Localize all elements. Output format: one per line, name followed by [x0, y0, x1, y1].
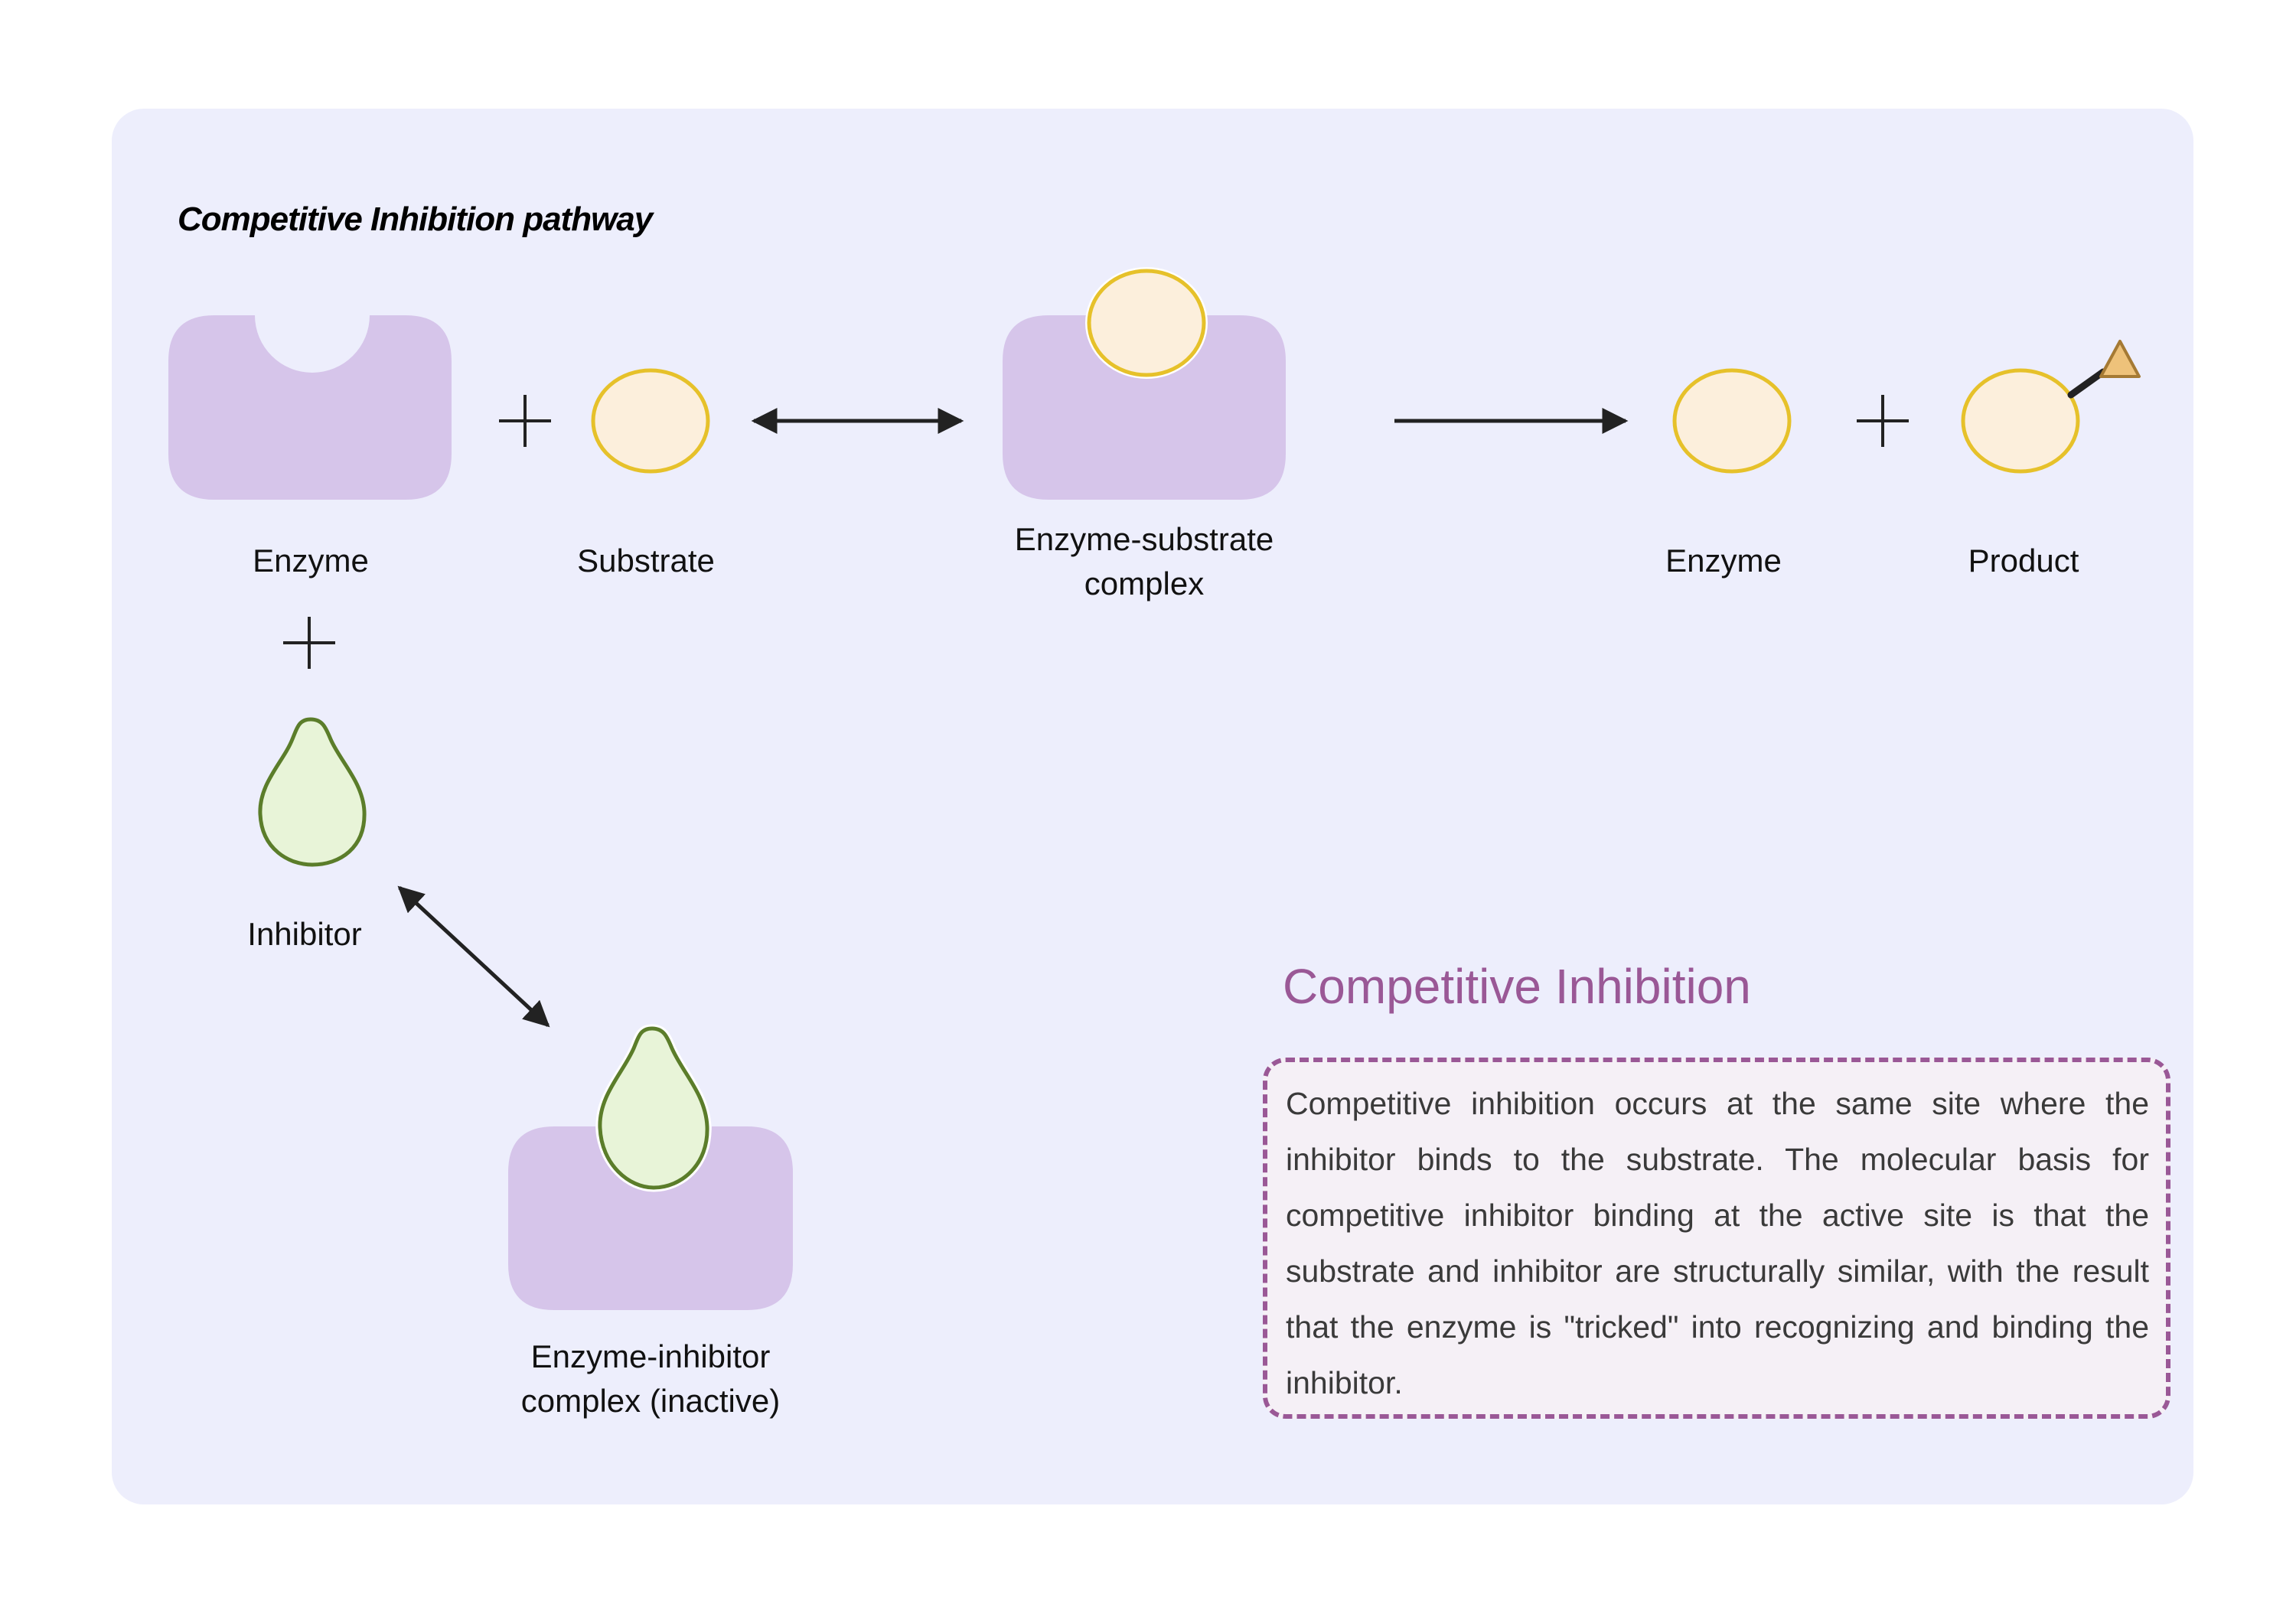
diagram-title: Competitive Inhibition pathway	[178, 200, 653, 238]
product-bond-icon	[2067, 368, 2107, 399]
ei-complex-label-line2: complex (inactive)	[520, 1383, 781, 1419]
triangle-icon	[2099, 340, 2141, 378]
es-complex-enzyme-icon	[1003, 315, 1286, 500]
ei-complex-label-line1: Enzyme-inhibitor	[530, 1338, 771, 1374]
ei-complex-inhibitor-outline	[598, 1026, 709, 1190]
released-enzyme-label: Enzyme	[1665, 543, 1782, 579]
substrate-icon	[591, 368, 710, 474]
info-body-text: Competitive inhibition occurs at the sam…	[1286, 1086, 2149, 1400]
product-label: Product	[1968, 543, 2079, 579]
info-box: Competitive inhibition occurs at the sam…	[1263, 1058, 2170, 1419]
enzyme-label: Enzyme	[253, 543, 369, 579]
info-heading: Competitive Inhibition	[1283, 959, 1751, 1014]
es-complex-label-line2: complex	[1084, 566, 1205, 601]
es-complex-label-line1: Enzyme-substrate	[1014, 521, 1274, 557]
plus-icon	[499, 395, 551, 447]
released-enzyme-icon	[1672, 368, 1792, 474]
ei-complex-enzyme-icon	[508, 1126, 793, 1310]
plus-icon	[1857, 395, 1909, 447]
enzyme-icon	[168, 315, 452, 500]
es-complex-substrate-outline	[1087, 269, 1206, 377]
inhibitor-icon	[258, 717, 367, 867]
plus-icon	[283, 617, 335, 669]
reversible-arrow-icon	[397, 885, 550, 1028]
substrate-label: Substrate	[577, 543, 715, 579]
inhibitor-label: Inhibitor	[247, 916, 362, 952]
product-icon	[1961, 368, 2080, 474]
